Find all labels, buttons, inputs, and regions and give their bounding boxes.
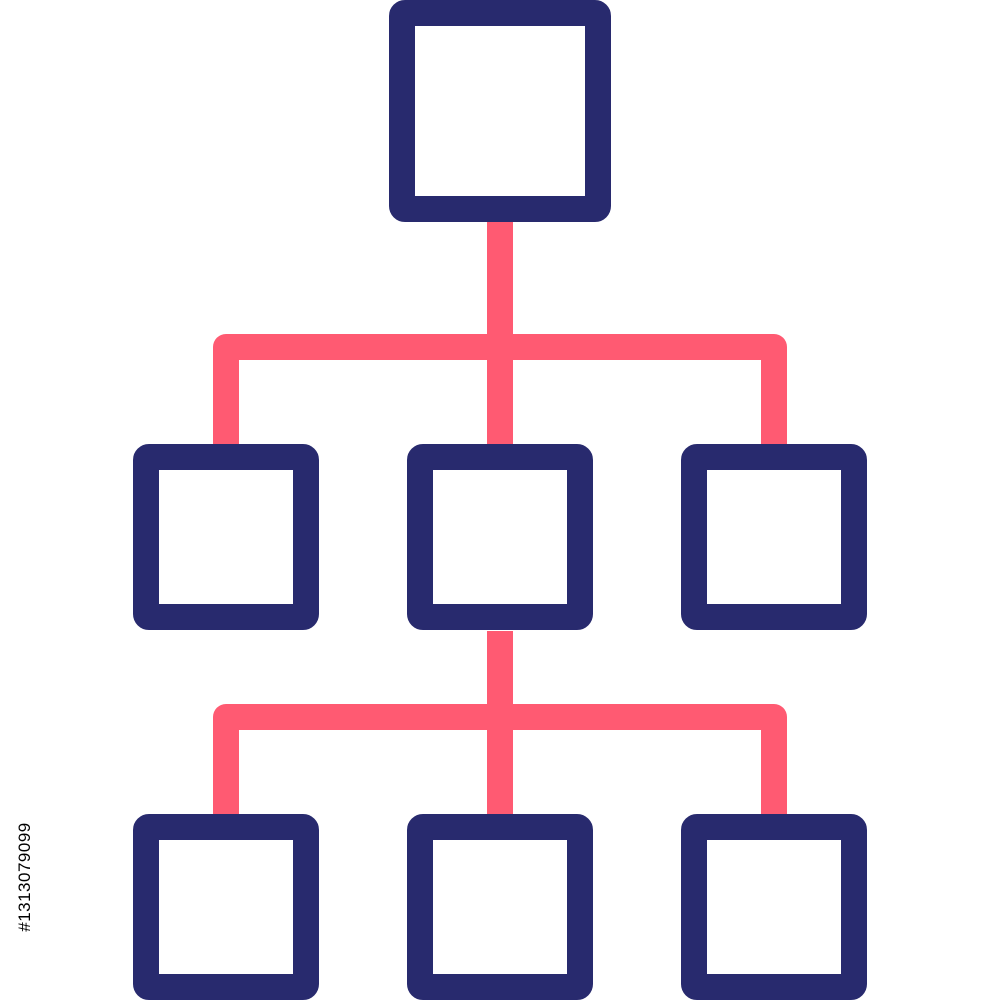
- node-boxes: [133, 0, 867, 1000]
- stock-id-text: #1313079099: [15, 822, 34, 932]
- level-2-branch-line: [213, 704, 787, 814]
- level-1-center-node-box: [407, 444, 593, 630]
- level-2-left-node-box: [133, 814, 319, 1000]
- root-node-box: [389, 0, 611, 222]
- level-1-right-node-box: [681, 444, 867, 630]
- level-1-left-node-box: [133, 444, 319, 630]
- connector-lines: [213, 222, 787, 814]
- level-1-branch-line: [213, 334, 787, 444]
- level-2-right-node-box: [681, 814, 867, 1000]
- level-2-center-node-box: [407, 814, 593, 1000]
